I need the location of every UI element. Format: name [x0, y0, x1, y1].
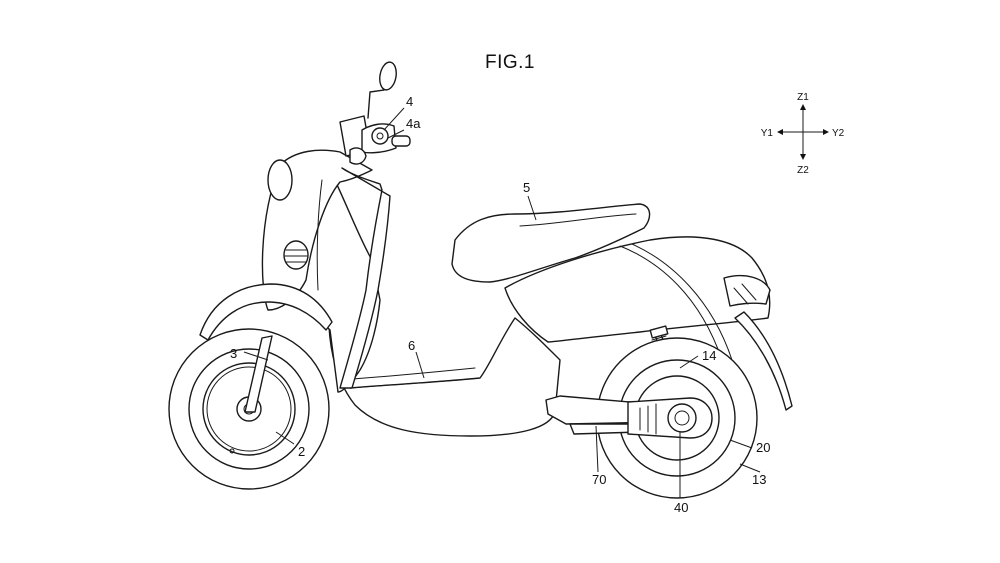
ref-13: 13 — [752, 472, 766, 487]
rear-body-cowl — [504, 236, 771, 343]
figure-title: FIG.1 — [485, 52, 535, 73]
headlight — [267, 159, 293, 201]
ref-4: 4 — [406, 94, 413, 109]
front-fender — [199, 283, 333, 341]
ref-70: 70 — [592, 472, 606, 487]
ref-40: 40 — [674, 500, 688, 515]
steering-column — [339, 167, 391, 389]
axis-label-y1: Y1 — [761, 128, 774, 139]
ref-4a: 4a — [406, 116, 421, 131]
side-badge — [283, 240, 309, 270]
front-fork — [244, 335, 273, 413]
axis-label-z2: Z2 — [797, 165, 809, 176]
ref-2: 2 — [298, 444, 305, 459]
axis-label-z1: Z1 — [797, 92, 809, 103]
handlebar — [339, 115, 411, 165]
tail-light — [723, 274, 771, 307]
ref-6: 6 — [408, 338, 415, 353]
ref-3: 3 — [230, 346, 237, 361]
leader-lines — [243, 107, 761, 498]
ref-20: 20 — [756, 440, 770, 455]
rear-fender — [734, 311, 793, 411]
axis-indicator: Z1 Z2 Y1 Y2 — [761, 92, 845, 176]
seat — [451, 203, 651, 283]
axis-label-y2: Y2 — [832, 128, 845, 139]
scooter-drawing: 4 4a 5 6 3 2 14 20 13 70 40 — [168, 61, 793, 515]
ref-5: 5 — [523, 180, 530, 195]
swing-arm — [545, 395, 713, 439]
ref-14: 14 — [702, 348, 716, 363]
mirror — [367, 61, 397, 119]
